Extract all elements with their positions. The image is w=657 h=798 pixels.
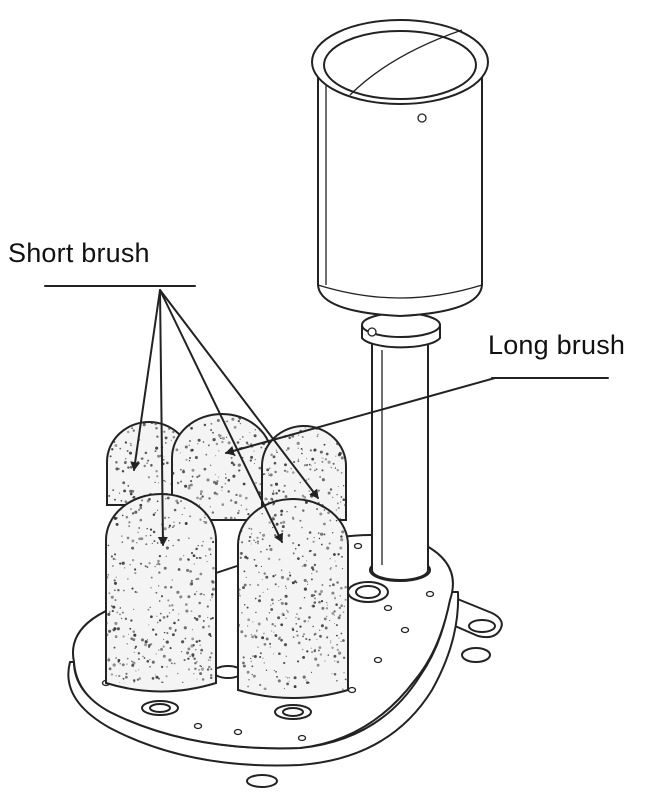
brush-cup-column [311,19,489,582]
back-brush-left [106,421,192,506]
long-brush-leader [225,377,609,456]
long-brush-label: Long brush [488,330,626,360]
short-brush-front-right [237,498,349,699]
short-brush-front-left [105,493,217,693]
short-brush-label: Short brush [8,238,150,268]
short-brush-leader [44,285,319,546]
